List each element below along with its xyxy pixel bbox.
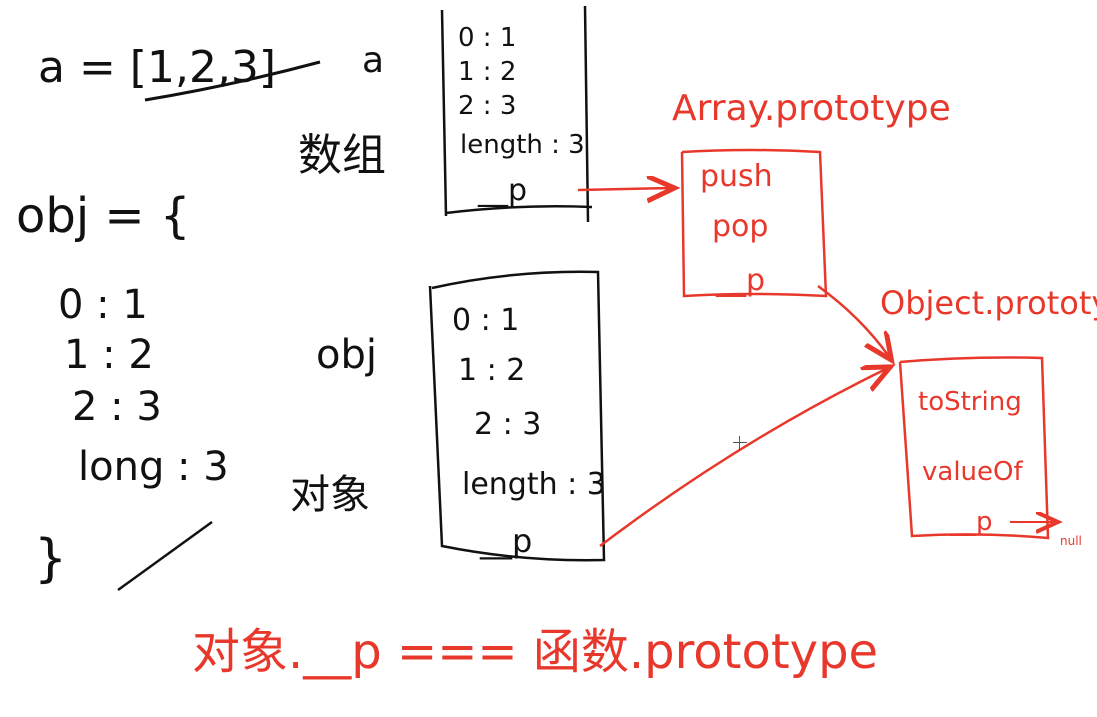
prototype-arrows [577, 188, 1056, 547]
arrow-object-to-object-prototype [599, 368, 888, 547]
obj-line: 1 : 2 [64, 332, 154, 378]
object-var-label: obj [316, 332, 377, 378]
array-var-label: a [362, 40, 384, 81]
arrow-array-to-array-prototype [577, 188, 672, 190]
object-memory-box [428, 270, 606, 562]
object-entry: length : 3 [462, 467, 606, 502]
obj-literal-lines: 0 : 1 1 : 2 2 : 3 long : 3 [58, 282, 229, 490]
array-prototype-method: pop [712, 209, 768, 244]
object-proto-pointer: __p [479, 522, 532, 560]
object-entry: 1 : 2 [458, 353, 525, 388]
array-entry: 2 : 3 [458, 91, 516, 121]
object-prototype-title: Object.prototype [880, 284, 1097, 322]
object-entry: 0 : 1 [452, 303, 519, 338]
obj-line: 0 : 1 [58, 282, 148, 328]
arrow-array-prototype-to-object-prototype [817, 284, 890, 358]
object-prototype-proto-pointer: __p [949, 507, 993, 537]
object-instance: obj 对象 0 : 1 1 : 2 2 : 3 length : 3 __p [290, 270, 606, 562]
object-prototype-null-label: null [1060, 534, 1082, 548]
object-prototype-method: toString [918, 387, 1022, 417]
obj-line: long : 3 [78, 444, 229, 490]
array-literal: a = [1,2,3] [38, 42, 276, 93]
array-instance: a 数组 0 : 1 1 : 2 2 : 3 length : 3 __p [298, 5, 593, 223]
object-type-label: 对象 [290, 472, 370, 518]
object-prototype-method: valueOf [922, 457, 1023, 487]
array-entry: length : 3 [460, 130, 585, 160]
object-prototype: Object.prototype toString valueOf __p nu… [880, 284, 1097, 548]
left-code-notes: a = [1,2,3] obj = { 0 : 1 1 : 2 2 : 3 lo… [16, 42, 321, 592]
array-prototype-method: push [700, 159, 773, 194]
array-literal-underline [144, 60, 321, 102]
array-prototype-proto-pointer: __p [715, 263, 765, 298]
crosshair-cursor-icon [733, 436, 747, 450]
obj-literal-close: } [34, 529, 67, 589]
array-memory-box [440, 5, 593, 223]
array-prototype-title: Array.prototype [672, 88, 951, 129]
array-entry: 1 : 2 [458, 57, 516, 87]
array-proto-pointer: __p [477, 173, 527, 208]
object-prototype-box [898, 356, 1050, 540]
obj-line: 2 : 3 [72, 384, 162, 430]
array-type-label: 数组 [298, 130, 386, 181]
object-entry: 2 : 3 [474, 407, 541, 442]
divider-stroke [117, 520, 213, 592]
array-prototype: Array.prototype push pop __p [672, 88, 951, 298]
array-entry: 0 : 1 [458, 23, 516, 53]
obj-literal-open: obj = { [16, 188, 190, 244]
footer-formula: 对象.__p === 函数.prototype [192, 624, 878, 680]
array-prototype-box [680, 148, 828, 298]
